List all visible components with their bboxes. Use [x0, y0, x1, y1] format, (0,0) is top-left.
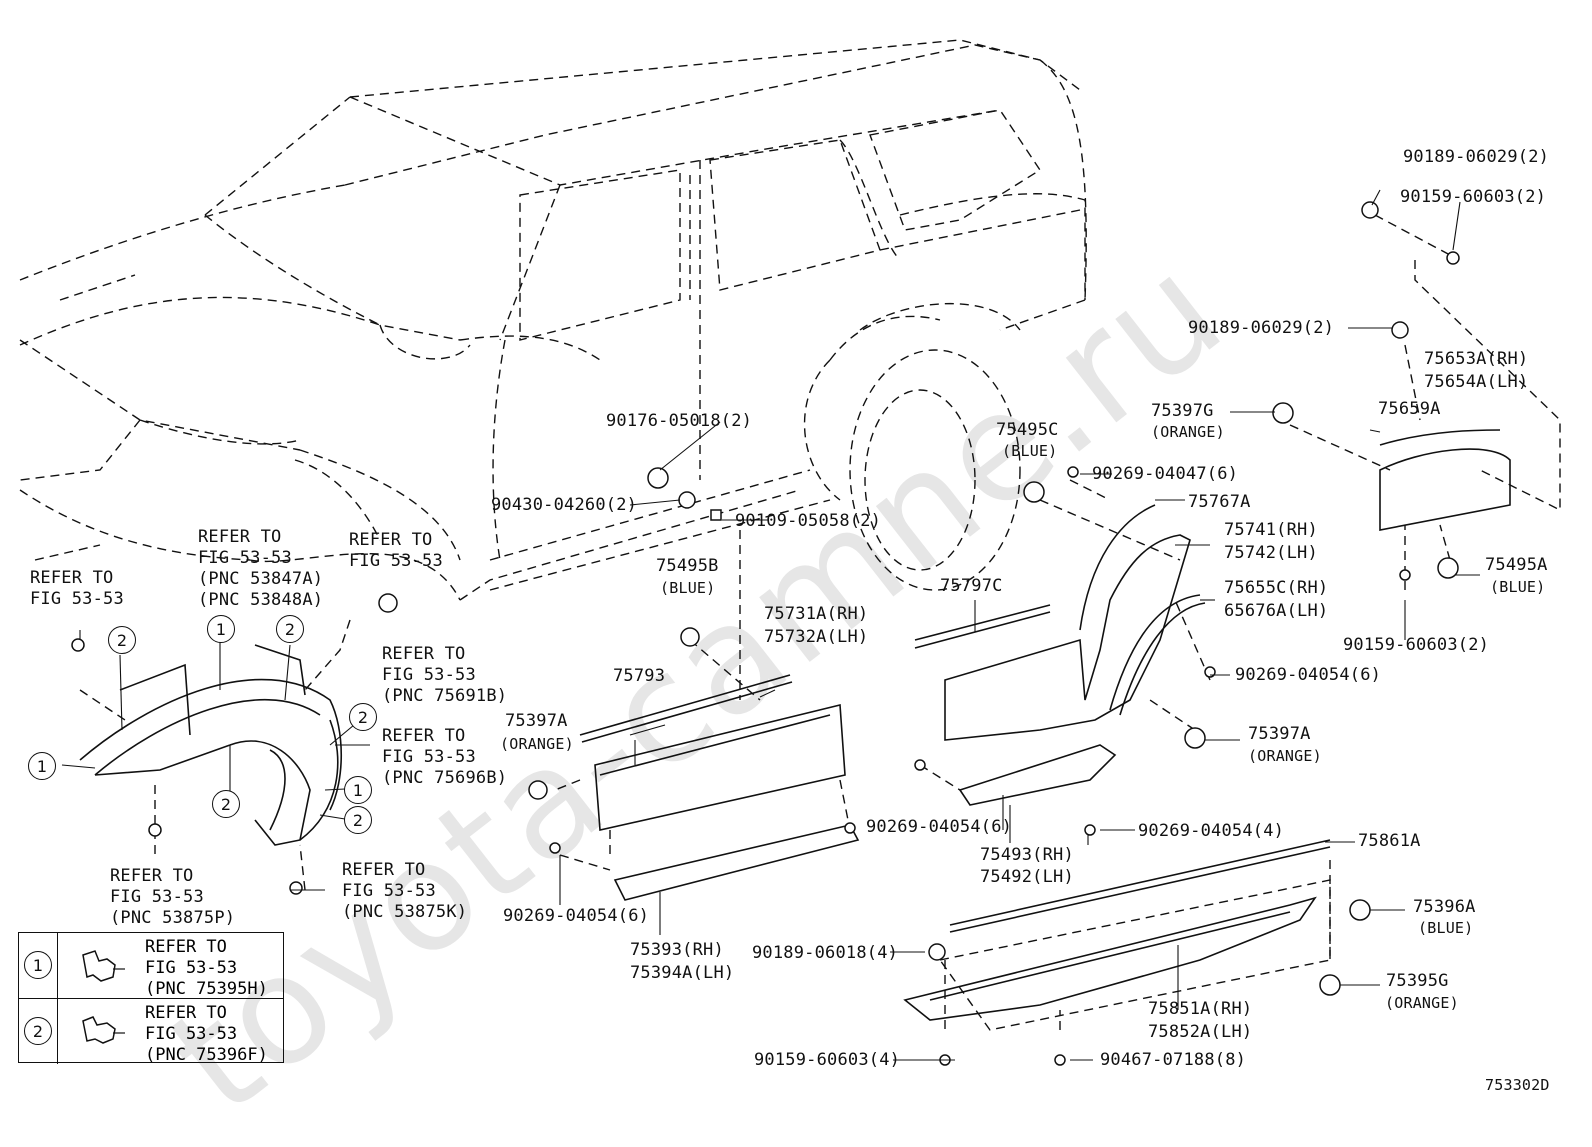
legend-table: 1 REFER TO FIG 53-53 (PNC 75395H) 2 REFE…: [18, 932, 284, 1065]
label-75492: 75492(LH): [980, 867, 1074, 887]
label-75797C: 75797C: [940, 576, 1003, 596]
label-90189-06018: 90189-06018(4): [752, 943, 899, 963]
label-75397A-left: 75397A: [505, 711, 568, 731]
label-90189-06029-mid: 90189-06029(2): [1188, 318, 1335, 338]
refer-note-75696B: REFER TO FIG 53-53 (PNC 75696B): [382, 726, 508, 788]
refer-note-53875P: REFER TO FIG 53-53 (PNC 53875P): [110, 866, 236, 928]
label-90269-04054-left: 90269-04054(6): [503, 906, 650, 926]
parts-diagram: [19, 39, 1561, 1066]
legend-number: 2: [24, 1017, 52, 1045]
label-75495A-color: (BLUE): [1490, 578, 1546, 596]
label-90269-04054-center: 90269-04054(6): [866, 817, 1013, 837]
legend-row: 1 REFER TO FIG 53-53 (PNC 75395H): [19, 933, 283, 999]
label-75493: 75493(RH): [980, 845, 1074, 865]
legend-text: REFER TO FIG 53-53 (PNC 75396F): [145, 1003, 268, 1065]
leader-lines: [290, 189, 1480, 1061]
label-65676A: 65676A(LH): [1224, 601, 1329, 621]
label-90467-07188: 90467-07188(8): [1100, 1050, 1247, 1070]
legend-number: 1: [24, 951, 52, 979]
label-75732A: 75732A(LH): [764, 627, 869, 647]
label-90176-05018: 90176-05018(2): [606, 411, 753, 431]
label-75731A: 75731A(RH): [764, 604, 869, 624]
front-fender-flare: [61, 593, 398, 895]
label-75397A-right: 75397A: [1248, 724, 1311, 744]
label-75741: 75741(RH): [1224, 520, 1318, 540]
label-75742: 75742(LH): [1224, 543, 1318, 563]
refer-note-75691B: REFER TO FIG 53-53 (PNC 75691B): [382, 644, 508, 706]
vehicle-outline: [19, 39, 1087, 601]
label-75495B-color: (BLUE): [660, 579, 716, 597]
label-75851A: 75851A(RH): [1148, 999, 1253, 1019]
label-90189-06029-top: 90189-06029(2): [1403, 147, 1550, 167]
label-75495A: 75495A: [1485, 555, 1548, 575]
label-75395G-color: (ORANGE): [1385, 994, 1459, 1012]
callout-2: 2: [108, 626, 136, 654]
label-75495B: 75495B: [656, 556, 719, 576]
label-90269-04054-right: 90269-04054(6): [1235, 665, 1382, 685]
label-90159-60603-mid: 90159-60603(2): [1343, 635, 1490, 655]
label-90269-04047: 90269-04047(6): [1092, 464, 1239, 484]
label-75396A-color: (BLUE): [1418, 919, 1474, 937]
label-75495C-color: (BLUE): [1002, 442, 1058, 460]
label-75394A: 75394A(LH): [630, 963, 735, 983]
clip-icon: [82, 1016, 125, 1044]
legend-row: 2 REFER TO FIG 53-53 (PNC 75396F): [19, 998, 283, 1065]
label-75397G-color: (ORANGE): [1151, 423, 1225, 441]
legend-text: REFER TO FIG 53-53 (PNC 75395H): [145, 937, 268, 999]
label-90430-04260: 90430-04260(2): [491, 495, 638, 515]
callout-2: 2: [349, 703, 377, 731]
label-90269-04054-qty4: 90269-04054(4): [1138, 821, 1285, 841]
label-75793: 75793: [613, 666, 666, 686]
label-75659A: 75659A: [1378, 399, 1441, 419]
callout-2: 2: [344, 806, 372, 834]
label-75397A-left-color: (ORANGE): [500, 735, 574, 753]
label-90159-60603-top: 90159-60603(2): [1400, 187, 1547, 207]
label-90159-60603-bottom: 90159-60603(4): [754, 1050, 901, 1070]
refer-note-53875K: REFER TO FIG 53-53 (PNC 53875K): [342, 860, 468, 922]
callout-1: 1: [207, 615, 235, 643]
label-75767A: 75767A: [1188, 492, 1251, 512]
label-75393: 75393(RH): [630, 940, 724, 960]
front-rocker-moulding: [528, 467, 860, 935]
rear-fender-flare: [914, 201, 1561, 845]
label-75397G: 75397G: [1151, 401, 1214, 421]
label-75397A-right-color: (ORANGE): [1248, 747, 1322, 765]
label-90109-05058: 90109-05058(2): [735, 511, 882, 531]
callout-2: 2: [276, 615, 304, 643]
diagram-id: 753302D: [1485, 1076, 1550, 1094]
side-step-moulding: [890, 839, 1371, 1066]
callout-1: 1: [344, 776, 372, 804]
refer-note-53847A: REFER TO FIG 53-53 (PNC 53847A) (PNC 538…: [198, 527, 324, 610]
clip-icon: [82, 950, 125, 982]
label-75655C: 75655C(RH): [1224, 578, 1329, 598]
refer-note-clip: REFER TO FIG 53-53: [349, 530, 443, 571]
callout-1: 1: [28, 752, 56, 780]
label-75396A: 75396A: [1413, 897, 1476, 917]
label-75654A: 75654A(LH): [1424, 372, 1529, 392]
label-75852A: 75852A(LH): [1148, 1022, 1253, 1042]
label-75861A: 75861A: [1358, 831, 1421, 851]
refer-note-fender-bolt: REFER TO FIG 53-53: [30, 568, 124, 609]
label-75495C: 75495C: [996, 420, 1059, 440]
label-75395G: 75395G: [1386, 971, 1449, 991]
label-75653A: 75653A(RH): [1424, 349, 1529, 369]
callout-2: 2: [212, 790, 240, 818]
